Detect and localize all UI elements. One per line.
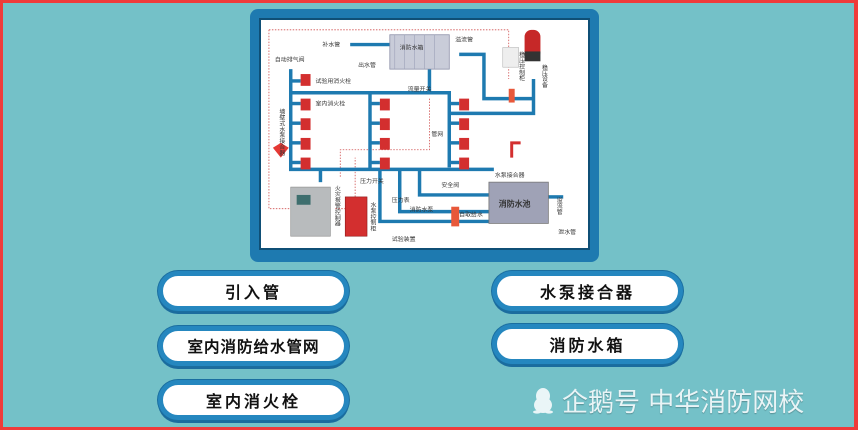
label-auto-vent-valve: 自动排气阀 [275, 55, 305, 63]
fire-water-system-diagram: 消防水箱 消防水池 [250, 9, 599, 262]
button-inlet-pipe[interactable]: 引入管 [158, 271, 349, 311]
label-wall-connector: 墙壁式水泵接合器 [278, 108, 285, 157]
label-fire-pump: 消防水泵 [410, 206, 434, 214]
label-test-device: 试验装置 [392, 235, 416, 243]
hydrant-cabinets [300, 74, 470, 170]
watermark: 企鹅号 中华消防网校 [532, 380, 804, 420]
label-pressure-stabilizer: 稳压设备 [540, 63, 547, 89]
controller-screen [296, 194, 311, 205]
tank-label: 消防水箱 [400, 44, 424, 52]
label-flow-switch: 流量开关 [408, 85, 432, 93]
fire-alarm-controller [290, 186, 331, 237]
fire-water-tank: 消防水箱 [389, 34, 450, 70]
button-indoor-hydrant[interactable]: 室内消火栓 [158, 380, 349, 420]
button-indoor-supply-network[interactable]: 室内消防给水管网 [158, 326, 349, 366]
wall-connector [272, 142, 289, 158]
label-safety-valve: 安全阀 [441, 181, 459, 189]
label-overflow-pipe: 溢流管 [455, 36, 473, 44]
label-drain-pipe: 泄水管 [558, 228, 576, 236]
diagram-svg: 消防水箱 消防水池 [268, 29, 576, 243]
penguin-icon [533, 388, 553, 414]
watermark-text: 企鹅号 中华消防网校 [562, 387, 805, 418]
diagram-canvas: 消防水箱 消防水池 [259, 18, 590, 250]
button-pump-connector[interactable]: 水泵接合器 [492, 271, 683, 311]
fire-pump [451, 206, 460, 227]
label-auto-suction: 自取给水 [459, 211, 483, 219]
button-fire-water-tank[interactable]: 消防水箱 [492, 324, 683, 364]
label-pump-connector: 水泵接合器 [495, 171, 525, 179]
label-outlet-pipe: 出水管 [358, 61, 376, 69]
label-indoor-hydrant: 室内消火栓 [316, 100, 346, 108]
label-pipe-network: 管网 [431, 130, 443, 138]
label-fire-alarm-controller: 火灾报警控制器 [333, 185, 340, 228]
fire-pool: 消防水池 [488, 181, 549, 224]
label-pressure-switch: 压力开关 [360, 177, 384, 185]
pump-control-cabinet [344, 196, 368, 237]
pool-label: 消防水池 [499, 199, 531, 209]
label-pressure-gauge: 压力表 [392, 196, 410, 204]
label-booster-control: 稳压控制柜 [518, 51, 525, 83]
pump-connector-pipe [510, 141, 521, 158]
label-refill-pipe: 补水管 [322, 41, 340, 49]
label-test-hydrant: 试验用消火栓 [316, 77, 352, 85]
label-pump-control-cabinet: 水泵控制柜 [369, 201, 376, 233]
label-pool-overflow: 溢流管 [555, 196, 562, 216]
pressure-tank [502, 29, 541, 103]
